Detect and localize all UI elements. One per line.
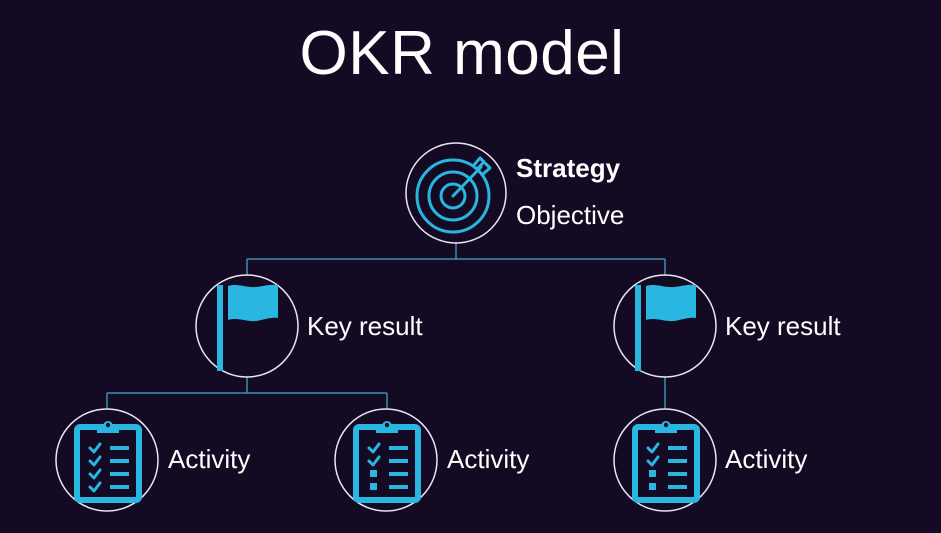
keyresult-circle-1: [195, 274, 299, 378]
connectors: [106, 243, 666, 409]
objective-label-strategy: Strategy: [516, 153, 621, 183]
activity-circle-3: [613, 408, 717, 512]
keyresult-circle-2: [613, 274, 717, 378]
keyresult-label-2: Key result: [725, 311, 841, 341]
checklist-icon: [74, 421, 142, 503]
activity-node-3: [613, 408, 717, 512]
objective-circle: [405, 142, 507, 244]
activity-circle-1: [55, 408, 159, 512]
activity-node-2: [334, 408, 438, 512]
checklist-icon: [632, 421, 700, 503]
keyresult-node-1: [195, 274, 299, 378]
activity-label-3: Activity: [725, 444, 808, 474]
activity-node-1: [55, 408, 159, 512]
page-title: OKR model: [299, 19, 625, 88]
checklist-icon: [353, 421, 421, 503]
keyresult-node-2: [613, 274, 717, 378]
objective-node: [405, 142, 507, 244]
objective-label-objective: Objective: [516, 200, 625, 230]
activity-circle-2: [334, 408, 438, 512]
activity-label-1: Activity: [168, 444, 251, 474]
keyresult-label-1: Key result: [307, 311, 423, 341]
activity-label-2: Activity: [447, 444, 530, 474]
flag-icon: [635, 284, 696, 371]
flag-icon: [217, 284, 278, 371]
target-icon: [415, 156, 492, 234]
